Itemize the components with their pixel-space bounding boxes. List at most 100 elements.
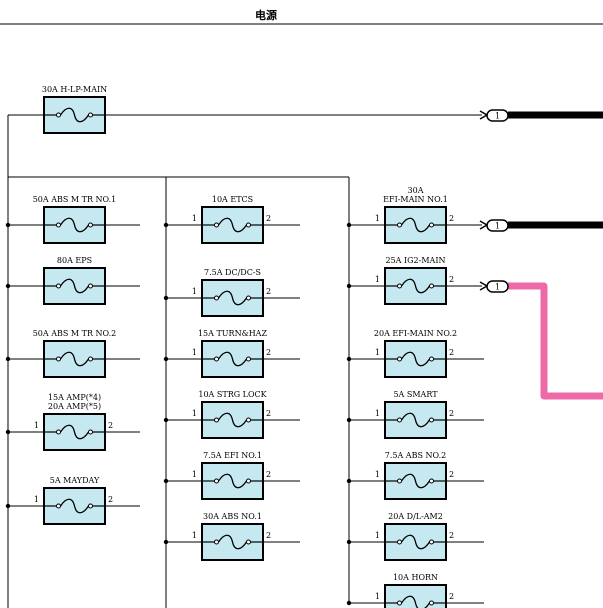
pin-label: 2 [449,592,454,601]
fuse-element-icon [217,473,248,489]
junction-dot [5,356,11,362]
pin-label: 1 [192,409,197,418]
fuse-element-icon [59,107,90,123]
fuse-label: 5A MAYDAY [50,476,100,485]
pin-label: 2 [266,287,271,296]
fuse-element-icon [217,412,248,428]
fuse-label: 15A TURN&HAZ [198,329,267,338]
fuse-element-icon [217,351,248,367]
junction-dot [5,283,11,289]
fuse-abs1: 50A ABS M TR NO.1 [5,195,140,244]
fuse-label: 80A EPS [57,256,92,265]
junction-dot [163,539,169,545]
pin-label: 1 [192,214,197,223]
pin-label: 1 [192,470,197,479]
junction-dot [346,478,352,484]
fuse-element-icon [59,498,90,514]
pin-label: 1 [192,531,197,540]
junction-dot [163,417,169,423]
junction-dot [346,356,352,362]
pin-label: 2 [108,421,113,430]
pin-label: 1 [34,495,39,504]
pin-label: 2 [266,348,271,357]
fuse-label: 30A [408,186,424,195]
fuse-label: 50A ABS M TR NO.2 [33,329,117,338]
pin-label: 1 [375,348,380,357]
fuse-label: 20A AMP(*5) [48,402,101,411]
connector-label: 1 [495,283,500,292]
pin-label: 2 [266,409,271,418]
fuse-efimain2: 20A EFI-MAIN NO.2 1 2 [346,329,484,378]
fuse-element-icon [400,351,431,367]
pin-label: 2 [266,470,271,479]
page-title: 电源 [255,8,277,22]
pin-label: 1 [375,409,380,418]
fuse-label: EFI-MAIN NO.1 [383,195,448,204]
fuse-label: 15A AMP(*4) [48,393,101,402]
fuse-element-icon [217,290,248,306]
junction-dot [163,478,169,484]
fuse-strg: 10A STRG LOCK 1 2 [163,390,300,439]
fuse-element-icon [400,595,431,608]
junction-dot [346,283,352,289]
fuse-amp: 15A AMP(*4)20A AMP(*5) 1 2 [5,393,140,451]
pin-label: 2 [449,348,454,357]
pin-label: 2 [449,214,454,223]
fuse-element-icon [217,217,248,233]
junction-dot [5,429,11,435]
pin-label: 2 [449,470,454,479]
pin-label: 1 [192,287,197,296]
junction-dot [346,539,352,545]
fuse-smart: 5A SMART 1 2 [346,390,484,439]
fuse-element-icon [59,278,90,294]
junction-dot [346,600,352,606]
fuse-element-icon [400,473,431,489]
junction-dot [5,503,11,509]
fuse-etcs: 10A ETCS 1 2 [163,195,300,244]
pin-label: 2 [449,531,454,540]
fuse-label: 7.5A EFI NO.1 [203,451,262,460]
pin-label: 1 [34,421,39,430]
fuse-element-icon [59,217,90,233]
fuse-element-icon [59,424,90,440]
fuse-element-icon [400,217,431,233]
fuse-efi1: 7.5A EFI NO.1 1 2 [163,451,300,500]
fuse-label: 7.5A ABS NO.2 [385,451,446,460]
fuse-element-icon [217,534,248,550]
pin-label: 2 [449,409,454,418]
fuse-label: 50A ABS M TR NO.1 [33,195,117,204]
fuse-label: 5A SMART [393,390,438,399]
fuse-label: 7.5A DC/DC-S [204,268,261,277]
pink-wire [508,282,603,400]
fuse-element-icon [400,412,431,428]
pin-label: 1 [375,275,380,284]
junction-dot [5,222,11,228]
fuse-hlp: 30A H-LP-MAIN [8,85,107,134]
fuse-element-icon [400,278,431,294]
connector-label: 1 [495,112,500,121]
fuse-label: 10A ETCS [212,195,253,204]
output-wiring [105,111,603,400]
junction-dot [163,222,169,228]
fuse-label: 10A STRG LOCK [198,390,267,399]
pin-label: 2 [266,531,271,540]
fuse-element-icon [400,534,431,550]
fuse-dcdc: 7.5A DC/DC-S 1 2 [163,268,300,317]
fuse-label: 10A HORN [393,573,438,582]
fuse-label: 20A D/L-AM2 [388,512,443,521]
junction-dot [346,417,352,423]
fuse-abs2: 50A ABS M TR NO.2 [5,329,140,378]
fuse-label: 20A EFI-MAIN NO.2 [374,329,457,338]
pin-label: 2 [266,214,271,223]
fuse-label: 30A H-LP-MAIN [42,85,107,94]
junction-dot [163,295,169,301]
connector-1-pink: 1 [479,280,509,293]
pin-label: 1 [375,531,380,540]
